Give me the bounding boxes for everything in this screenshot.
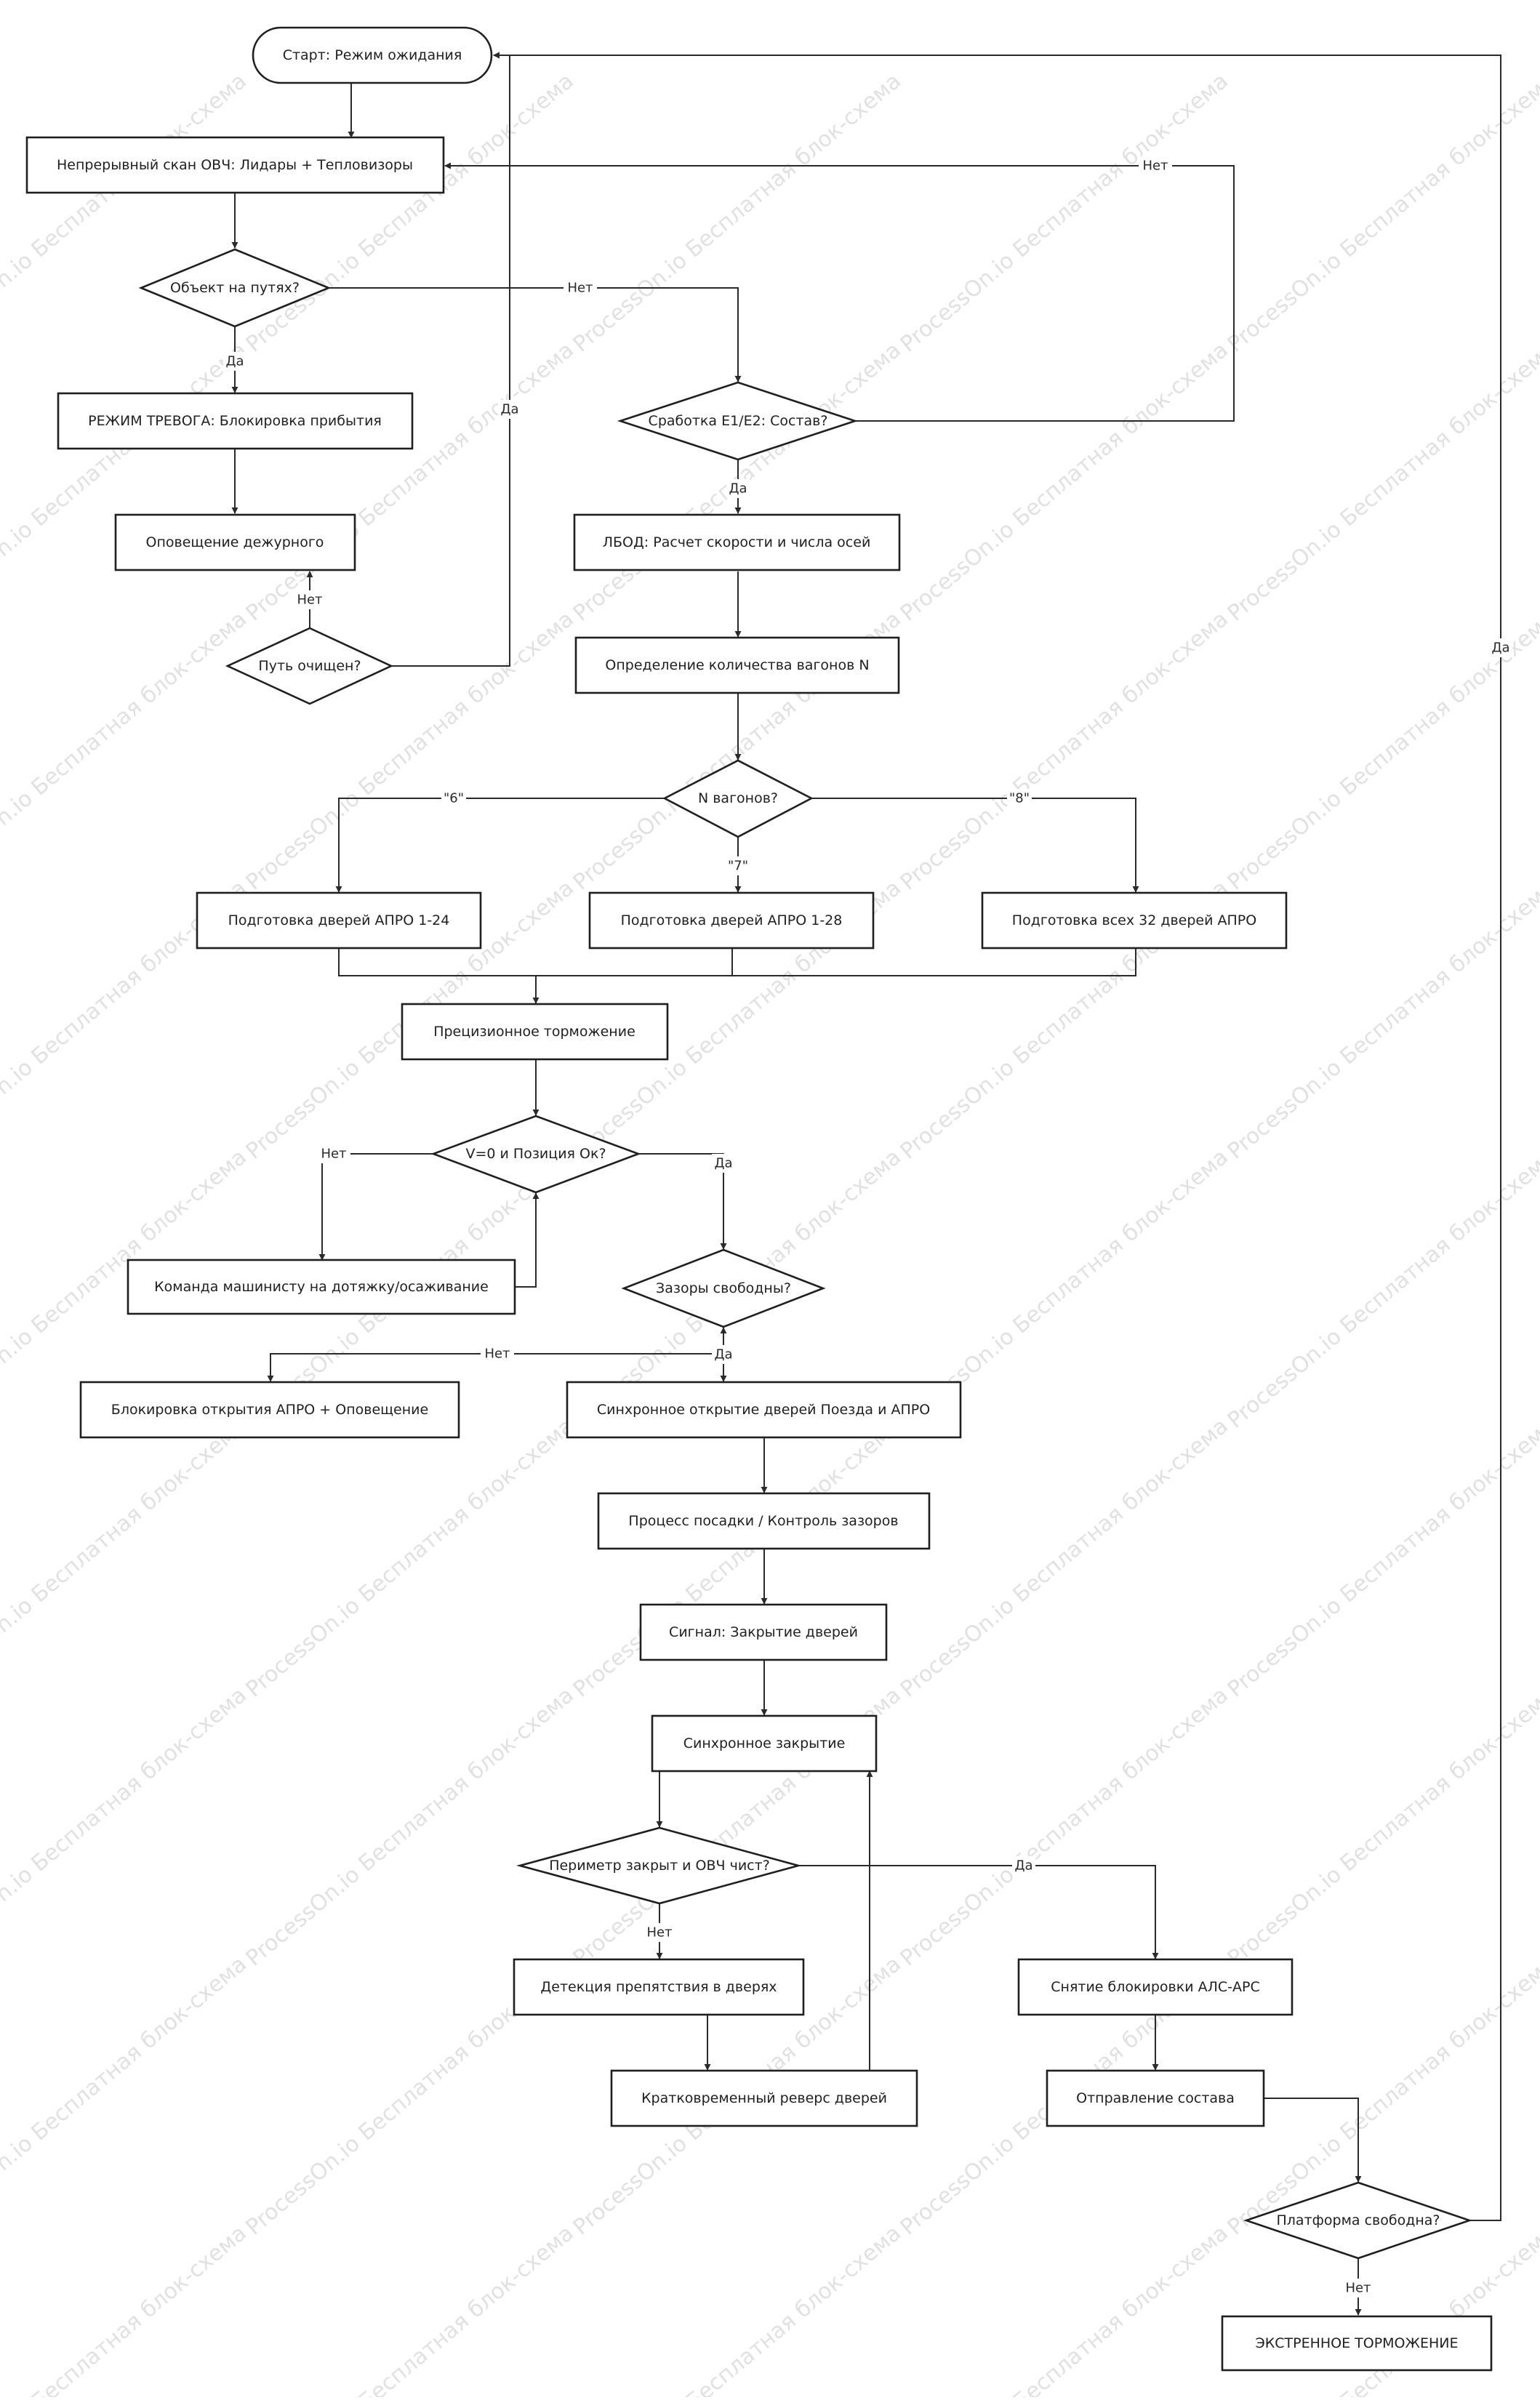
edge-object-no-sensor [329, 287, 742, 382]
node-prep24[interactable]: Подготовка дверей АПРО 1-24 [196, 891, 482, 950]
node-block[interactable]: Блокировка открытия АПРО + Оповещение [79, 1381, 460, 1439]
node-sync-open[interactable]: Синхронное открытие дверей Поезда и АПРО [566, 1381, 962, 1439]
label-n6: "6" [444, 791, 464, 806]
node-v0-decision[interactable]: V=0 и Позиция Ок? [430, 1115, 641, 1194]
node-reverse[interactable]: Кратковременный реверс дверей [610, 2069, 918, 2127]
node-lbod-label: ЛБОД: Расчет скорости и числа осей [603, 534, 871, 550]
edge-platform-yes-start [493, 52, 1501, 2221]
node-release[interactable]: Снятие блокировки АЛС-АРС [1017, 1958, 1294, 2016]
node-gaps-decision[interactable]: Зазоры свободны? [621, 1248, 826, 1328]
node-depart-label: Отправление состава [1076, 2090, 1235, 2106]
node-braking-label: Прецизионное торможение [433, 1024, 635, 1040]
nodes: Старт: Режим ожидания Непрерывный скан О… [25, 26, 1493, 2372]
edge-n6-prep24 [335, 798, 665, 893]
edge-v0-no-driver [318, 1153, 433, 1261]
node-perimeter-decision[interactable]: Периметр закрыт и ОВЧ чист? [516, 1826, 802, 1905]
label-sensor-no: Нет [1142, 158, 1168, 174]
node-object-decision-label: Объект на путях? [170, 280, 300, 296]
node-notify-label: Оповещение дежурного [146, 534, 324, 550]
node-gaps-decision-label: Зазоры свободны? [656, 1280, 791, 1296]
node-close-signal-label: Сигнал: Закрытие дверей [669, 1624, 858, 1640]
node-emergency-label: ЭКСТРЕННОЕ ТОРМОЖЕНИЕ [1255, 2335, 1458, 2351]
node-object-decision[interactable]: Объект на путях? [138, 248, 332, 328]
node-sync-open-label: Синхронное открытие дверей Поезда и АПРО [597, 1402, 930, 1418]
edge-depart-platform [1264, 2098, 1362, 2183]
node-prep32[interactable]: Подготовка всех 32 дверей АПРО [981, 891, 1288, 950]
label-gaps-no: Нет [484, 1347, 510, 1362]
label-sensor-yes: Да [729, 481, 747, 497]
node-v0-decision-label: V=0 и Позиция Ок? [465, 1146, 606, 1162]
node-start[interactable]: Старт: Режим ожидания [252, 26, 493, 84]
node-sensor-decision-label: Сработка Е1/Е2: Состав? [649, 413, 828, 429]
edge-v0-yes-gaps [638, 1153, 727, 1250]
label-object-no: Нет [567, 281, 593, 296]
edge-prep24-merge [338, 948, 1136, 976]
node-platform-decision[interactable]: Платформа свободна? [1243, 2181, 1473, 2260]
node-prep28[interactable]: Подготовка дверей АПРО 1-28 [588, 891, 875, 950]
edge-driver-v0 [515, 1192, 540, 1288]
node-sync-close-label: Синхронное закрытие [683, 1735, 846, 1751]
node-scan-label: Непрерывный скан ОВЧ: Лидары + Тепловизо… [57, 157, 413, 173]
node-reverse-label: Кратковременный реверс дверей [641, 2090, 887, 2106]
node-driver-cmd-label: Команда машинисту на дотяжку/осаживание [154, 1279, 489, 1295]
node-prep24-label: Подготовка дверей АПРО 1-24 [228, 912, 450, 928]
edge-sensor-no-scan [444, 162, 1235, 422]
node-prep32-label: Подготовка всех 32 дверей АПРО [1012, 912, 1256, 928]
node-path-decision[interactable]: Путь очищен? [225, 627, 394, 705]
node-braking[interactable]: Прецизионное торможение [401, 1003, 669, 1061]
node-count[interactable]: Определение количества вагонов N [574, 636, 900, 694]
label-platform-yes: Да [1491, 641, 1509, 656]
label-perimeter-no: Нет [646, 1925, 672, 1941]
node-depart[interactable]: Отправление состава [1046, 2069, 1265, 2127]
node-close-signal[interactable]: Сигнал: Закрытие дверей [639, 1603, 888, 1661]
node-alarm-label: РЕЖИМ ТРЕВОГА: Блокировка прибытия [88, 413, 382, 429]
node-n-decision[interactable]: N вагонов? [662, 759, 814, 838]
node-detect-label: Детекция препятствия в дверях [540, 1979, 777, 1995]
label-v0-yes: Да [714, 1156, 732, 1171]
node-lbod[interactable]: ЛБОД: Расчет скорости и числа осей [573, 513, 901, 571]
edge-n8-prep32 [811, 798, 1139, 893]
node-boarding[interactable]: Процесс посадки / Контроль зазоров [597, 1492, 931, 1550]
node-start-label: Старт: Режим ожидания [283, 47, 462, 63]
node-n-decision-label: N вагонов? [698, 790, 778, 806]
node-scan[interactable]: Непрерывный скан ОВЧ: Лидары + Тепловизо… [25, 136, 445, 194]
node-prep28-label: Подготовка дверей АПРО 1-28 [621, 912, 843, 928]
edges [231, 52, 1501, 2316]
node-notify[interactable]: Оповещение дежурного [114, 513, 356, 571]
label-platform-no: Нет [1345, 2281, 1371, 2296]
node-alarm[interactable]: РЕЖИМ ТРЕВОГА: Блокировка прибытия [57, 392, 414, 450]
label-object-yes: Да [225, 354, 244, 369]
node-driver-cmd[interactable]: Команда машинисту на дотяжку/осаживание [127, 1259, 516, 1315]
label-v0-no: Нет [321, 1147, 346, 1162]
node-emergency[interactable]: ЭКСТРЕННОЕ ТОРМОЖЕНИЕ [1221, 2315, 1493, 2372]
node-sync-close[interactable]: Синхронное закрытие [651, 1714, 878, 1773]
label-gaps-yes: Да [714, 1347, 732, 1362]
node-path-decision-label: Путь очищен? [258, 658, 361, 674]
node-sensor-decision[interactable]: Сработка Е1/Е2: Состав? [617, 381, 859, 461]
label-path-yes: Да [500, 402, 518, 417]
node-perimeter-decision-label: Периметр закрыт и ОВЧ чист? [549, 1858, 770, 1874]
edge-perimeter-yes-release [798, 1865, 1159, 1959]
edge-labels: Нет Да Нет Да Нет Да "6" "7" "8" Нет Да … [223, 156, 1512, 2297]
label-perimeter-yes: Да [1014, 1858, 1032, 1874]
node-boarding-label: Процесс посадки / Контроль зазоров [628, 1513, 898, 1529]
node-platform-decision-label: Платформа свободна? [1277, 2212, 1440, 2228]
node-count-label: Определение количества вагонов N [605, 657, 869, 673]
label-path-no: Нет [297, 593, 322, 608]
edge-gaps-no-block [267, 1353, 723, 1382]
node-detect[interactable]: Детекция препятствия в дверях [513, 1958, 805, 2016]
node-block-label: Блокировка открытия АПРО + Оповещение [111, 1402, 428, 1418]
node-release-label: Снятие блокировки АЛС-АРС [1051, 1979, 1259, 1995]
label-n7: "7" [728, 859, 748, 874]
label-n8: "8" [1009, 791, 1030, 806]
